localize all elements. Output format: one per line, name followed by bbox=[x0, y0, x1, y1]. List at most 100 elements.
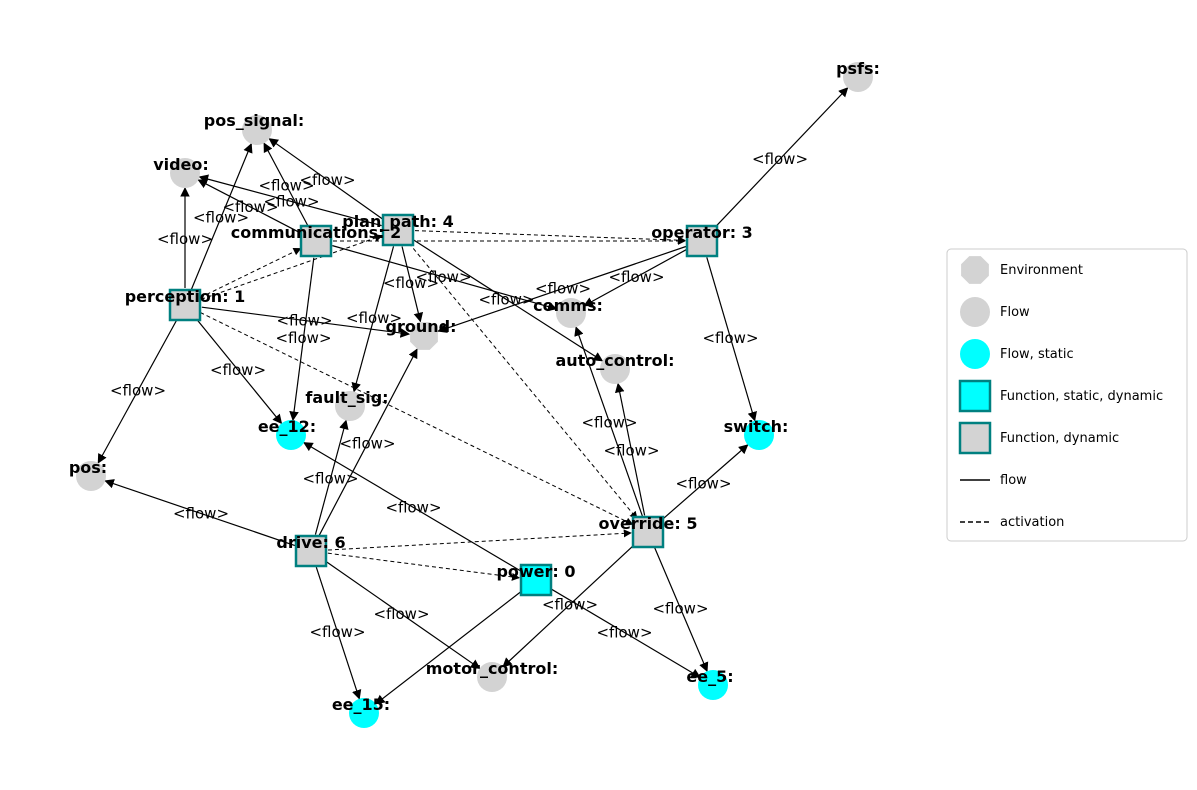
node-drive bbox=[294, 534, 328, 568]
legend-label: Function, static, dynamic bbox=[1000, 389, 1163, 404]
edge-label: <flow> bbox=[275, 329, 331, 347]
edge-label: <flow> bbox=[415, 268, 471, 286]
edge-label: <flow> bbox=[702, 329, 758, 347]
edge-label: <flow> bbox=[263, 193, 319, 211]
legend-label: Flow bbox=[1000, 305, 1030, 320]
node-label-auto_control: auto_control: bbox=[555, 351, 674, 370]
legend-symbol-square-static bbox=[958, 379, 992, 413]
node-label-operator: operator: 3 bbox=[651, 223, 753, 242]
edge-label: <flow> bbox=[373, 605, 429, 623]
edge-label: <flow> bbox=[752, 150, 808, 168]
edge-label: <flow> bbox=[193, 209, 249, 227]
edge-label: <flow> bbox=[608, 268, 664, 286]
legend-symbol-square bbox=[958, 421, 992, 455]
nodes-layer bbox=[76, 62, 873, 728]
edge-communications-to-pos_signal bbox=[263, 142, 309, 227]
legend-label: activation bbox=[1000, 515, 1064, 530]
edge-label: <flow> bbox=[603, 442, 659, 460]
node-labels-layer: psfs:pos_signal:video:plan_path: 4commun… bbox=[69, 59, 880, 714]
edge-perception-to-pos_signal bbox=[190, 142, 253, 290]
node-label-power: power: 0 bbox=[496, 562, 575, 581]
node-label-ee_5: ee_5: bbox=[686, 667, 733, 686]
legend-box bbox=[946, 248, 1188, 542]
edge-plan_path-to-ground bbox=[401, 246, 424, 323]
node-ee_5 bbox=[698, 670, 728, 700]
edge-label: <flow> bbox=[675, 475, 731, 493]
edge-drive-to-override bbox=[327, 529, 632, 551]
edges-layer bbox=[97, 87, 849, 705]
edge-label: <flow> bbox=[157, 230, 213, 248]
node-label-ground: ground: bbox=[386, 317, 457, 336]
edge-perception-to-plan_path bbox=[200, 234, 383, 300]
node-operator bbox=[685, 224, 719, 258]
edge-perception-to-ground bbox=[201, 306, 411, 338]
edge-label: <flow> bbox=[299, 171, 355, 189]
edge-label: <flow> bbox=[302, 470, 358, 488]
edge-operator-to-comms bbox=[583, 248, 688, 307]
node-ee_15 bbox=[349, 698, 379, 728]
edge-override-to-switch bbox=[660, 444, 749, 522]
node-label-plan_path: plan_path: 4 bbox=[342, 212, 454, 231]
edge-plan_path-to-operator bbox=[414, 230, 686, 245]
legend-label: Function, dynamic bbox=[1000, 431, 1119, 446]
legend-label: flow bbox=[1000, 473, 1027, 488]
edge-override-to-motor_control bbox=[502, 543, 636, 668]
edge-power-to-ee_12 bbox=[303, 442, 522, 572]
edge-plan_path-to-fault_sig bbox=[351, 246, 395, 393]
edge-label: <flow> bbox=[581, 414, 637, 432]
edge-plan_path-to-video bbox=[198, 174, 382, 227]
node-pos bbox=[76, 461, 106, 491]
edge-label: <flow> bbox=[383, 274, 439, 292]
edge-drive-to-pos bbox=[104, 479, 296, 547]
edge-label: <flow> bbox=[652, 600, 708, 618]
node-power bbox=[519, 563, 553, 597]
edge-perception-to-override bbox=[200, 312, 634, 525]
edge-override-to-auto_control bbox=[614, 382, 646, 516]
node-label-drive: drive: 6 bbox=[276, 533, 345, 552]
node-label-comms: comms: bbox=[533, 296, 603, 315]
legend-label: Flow, static bbox=[1000, 347, 1074, 362]
node-label-motor_control: motor_control: bbox=[426, 659, 558, 678]
edge-plan_path-to-pos_signal bbox=[268, 138, 385, 221]
edge-label: <flow> bbox=[478, 291, 534, 309]
node-plan_path bbox=[381, 213, 415, 247]
node-motor_control bbox=[477, 662, 507, 692]
edge-label: <flow> bbox=[276, 312, 332, 330]
edge-operator-to-ground bbox=[437, 245, 687, 333]
edge-label: <flow> bbox=[596, 624, 652, 642]
edge-perception-to-ee_12 bbox=[195, 317, 283, 425]
node-switch bbox=[744, 420, 774, 450]
edge-label: <flow> bbox=[542, 596, 598, 614]
node-communications bbox=[299, 224, 333, 258]
node-comms bbox=[556, 298, 586, 328]
edge-label: <flow> bbox=[210, 361, 266, 379]
node-psfs bbox=[843, 62, 873, 92]
node-label-perception: perception: 1 bbox=[125, 287, 246, 306]
edge-label: <flow> bbox=[346, 309, 402, 327]
node-label-psfs: psfs: bbox=[836, 59, 880, 78]
edge-plan_path-to-auto_control bbox=[411, 238, 604, 362]
node-ground bbox=[410, 322, 438, 350]
node-label-pos_signal: pos_signal: bbox=[204, 111, 305, 130]
edge-plan_path-to-override bbox=[408, 242, 638, 520]
node-label-pos: pos: bbox=[69, 458, 107, 477]
node-pos_signal bbox=[242, 115, 272, 145]
edge-label: <flow> bbox=[258, 177, 314, 195]
edge-label: <flow> bbox=[339, 435, 395, 453]
legend-symbol-circle bbox=[960, 297, 990, 327]
edge-drive-to-fault_sig bbox=[314, 419, 349, 535]
node-label-fault_sig: fault_sig: bbox=[305, 388, 388, 407]
node-label-video: video: bbox=[153, 155, 209, 174]
legend-label: Environment bbox=[1000, 263, 1083, 278]
node-ee_12 bbox=[276, 420, 306, 450]
node-label-override: override: 5 bbox=[599, 514, 698, 533]
edge-communications-to-ee_12 bbox=[289, 257, 315, 422]
edge-override-to-ee_5 bbox=[654, 547, 709, 673]
node-label-ee_12: ee_12: bbox=[258, 417, 316, 436]
edge-power-to-ee_15 bbox=[375, 589, 523, 705]
edge-perception-to-communications bbox=[200, 248, 302, 298]
node-label-ee_15: ee_15: bbox=[332, 695, 390, 714]
